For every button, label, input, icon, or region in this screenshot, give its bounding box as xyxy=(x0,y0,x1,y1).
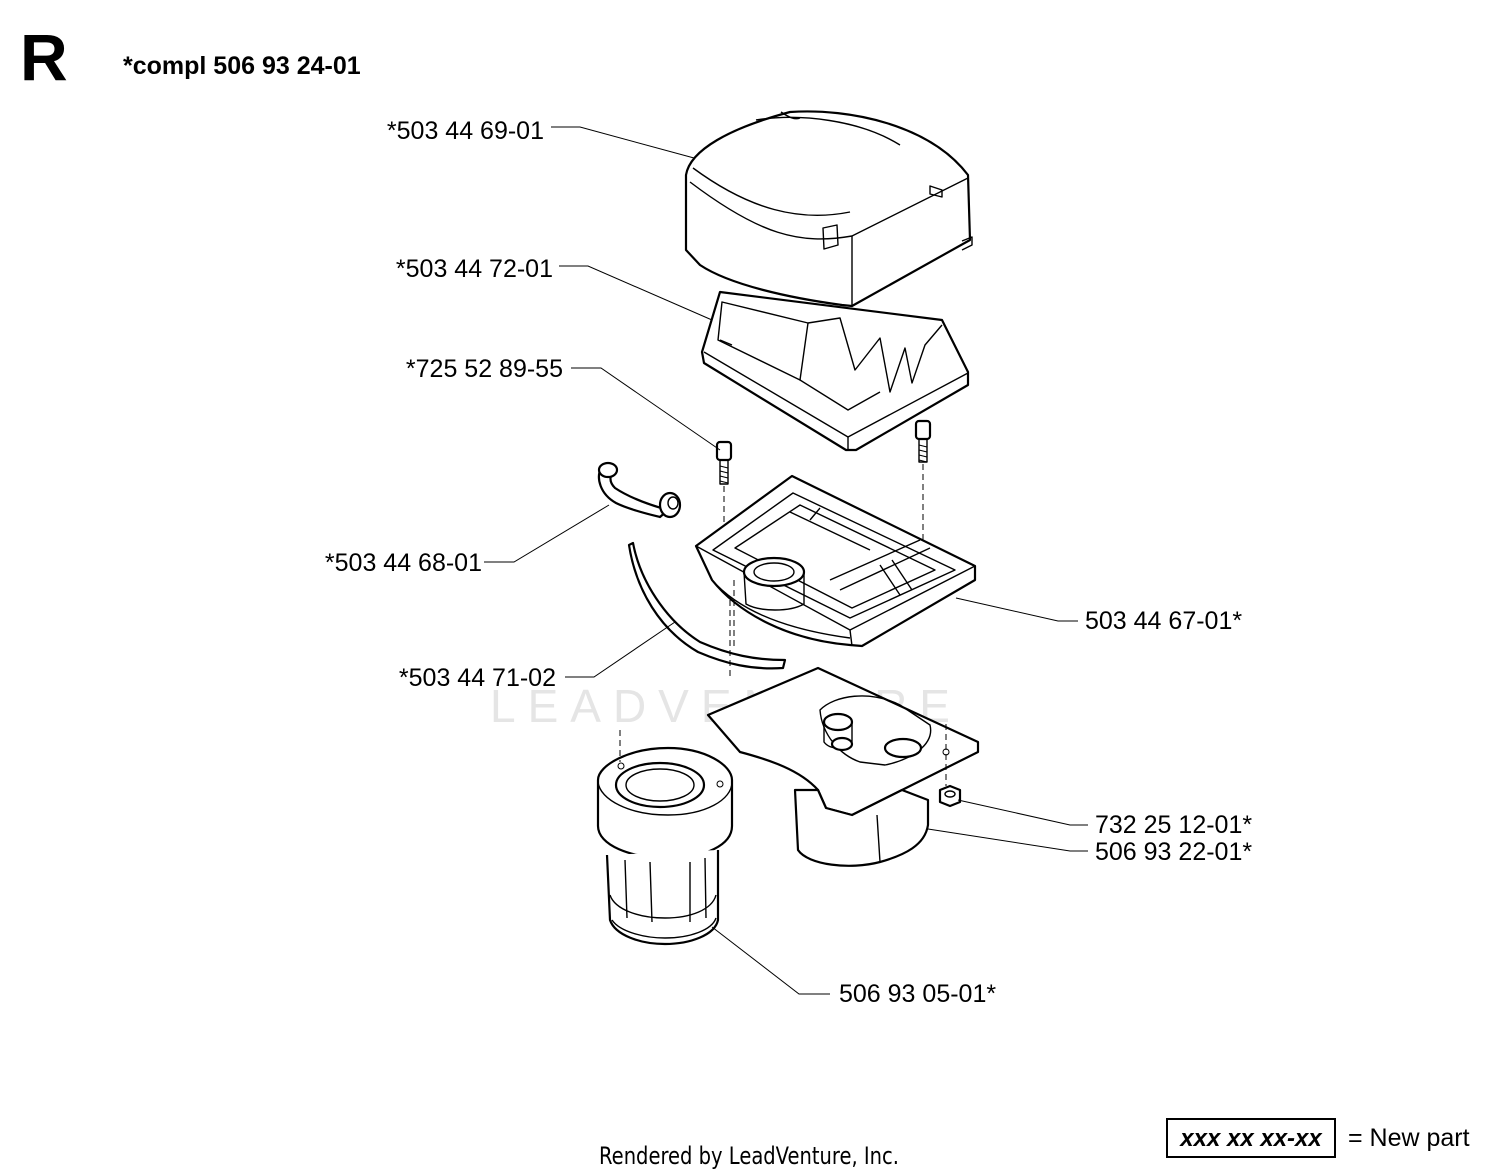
leader-intake-plate xyxy=(927,828,1088,852)
part-label-nut: 732 25 12-01* xyxy=(1095,811,1252,839)
intake-plate xyxy=(706,666,980,867)
leader-filter-holder xyxy=(955,597,1078,622)
air-filter-cover xyxy=(684,110,973,308)
filter-holder-frame xyxy=(694,474,977,680)
footer-credit: Rendered by LeadVenture, Inc. xyxy=(599,1142,899,1170)
leader-prefilter xyxy=(711,926,830,995)
part-label-cover: *503 44 69-01 xyxy=(387,117,544,145)
seal-strip xyxy=(627,541,787,670)
section-letter: R xyxy=(20,20,68,94)
filter-top-grid xyxy=(700,290,970,452)
leader-seal-strip xyxy=(565,621,676,678)
screw-right xyxy=(914,419,932,545)
prefilter-cylinder xyxy=(596,730,734,946)
hex-nut xyxy=(938,784,962,808)
leader-nut xyxy=(957,799,1088,826)
screw-left xyxy=(715,440,733,560)
legend-sample: xxx xx xx-xx xyxy=(1178,1125,1323,1152)
leader-cover xyxy=(551,126,695,159)
new-part-legend: xxx xx xx-xx = New part xyxy=(1166,1118,1470,1158)
part-label-filter-holder: 503 44 67-01* xyxy=(1085,607,1242,635)
part-label-seal-strip: *503 44 71-02 xyxy=(399,664,556,692)
part-label-clip: *503 44 68-01 xyxy=(325,549,482,577)
leader-clip xyxy=(484,504,610,563)
part-label-screw: *725 52 89-55 xyxy=(406,355,563,383)
legend-box xyxy=(1166,1118,1336,1158)
assembly-number: *compl 506 93 24-01 xyxy=(123,52,361,80)
part-label-filter-top: *503 44 72-01 xyxy=(396,255,553,283)
part-label-intake-plate: 506 93 22-01* xyxy=(1095,838,1252,866)
leader-screw xyxy=(571,367,721,451)
spring-clip xyxy=(597,461,682,519)
legend-text: = New part xyxy=(1348,1124,1470,1152)
leader-filter-top xyxy=(559,265,713,321)
part-label-prefilter: 506 93 05-01* xyxy=(839,980,996,1008)
